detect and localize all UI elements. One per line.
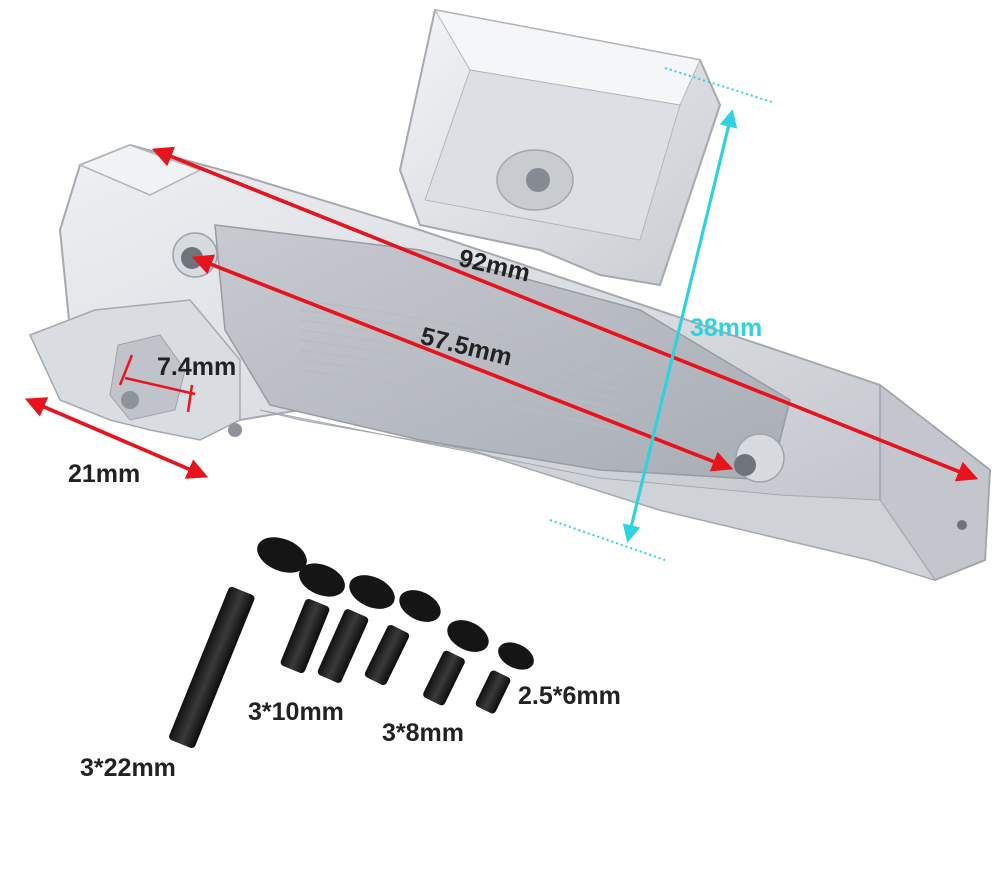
dimension-92mm-line: [151, 146, 979, 482]
dimension-label-38mm: 38mm: [690, 314, 763, 342]
dimension-38mm-line: [549, 67, 773, 561]
aluminum-mount: [28, 8, 992, 582]
screw-label-3x8mm: 3*8mm: [382, 719, 464, 747]
screw-3x8-a: [364, 590, 441, 685]
dimension-57-5mm-line: [191, 254, 734, 472]
screw-3x10-a: [280, 563, 345, 674]
dimension-21mm-line: [24, 397, 209, 479]
dimension-label-21mm: 21mm: [68, 460, 141, 488]
dimension-7-4mm-line: [118, 354, 196, 413]
screw-2-5x6: [475, 642, 534, 714]
screw-label-3x22mm: 3*22mm: [80, 754, 176, 782]
screw-3x8-b: [423, 620, 489, 706]
screw-3x10-b: [317, 575, 395, 683]
screw-3x22: [169, 537, 307, 748]
screw-label-3x10mm: 3*10mm: [248, 698, 344, 726]
dimension-label-7-4mm: 7.4mm: [157, 353, 237, 381]
screw-label-2-5x6mm: 2.5*6mm: [518, 682, 621, 710]
